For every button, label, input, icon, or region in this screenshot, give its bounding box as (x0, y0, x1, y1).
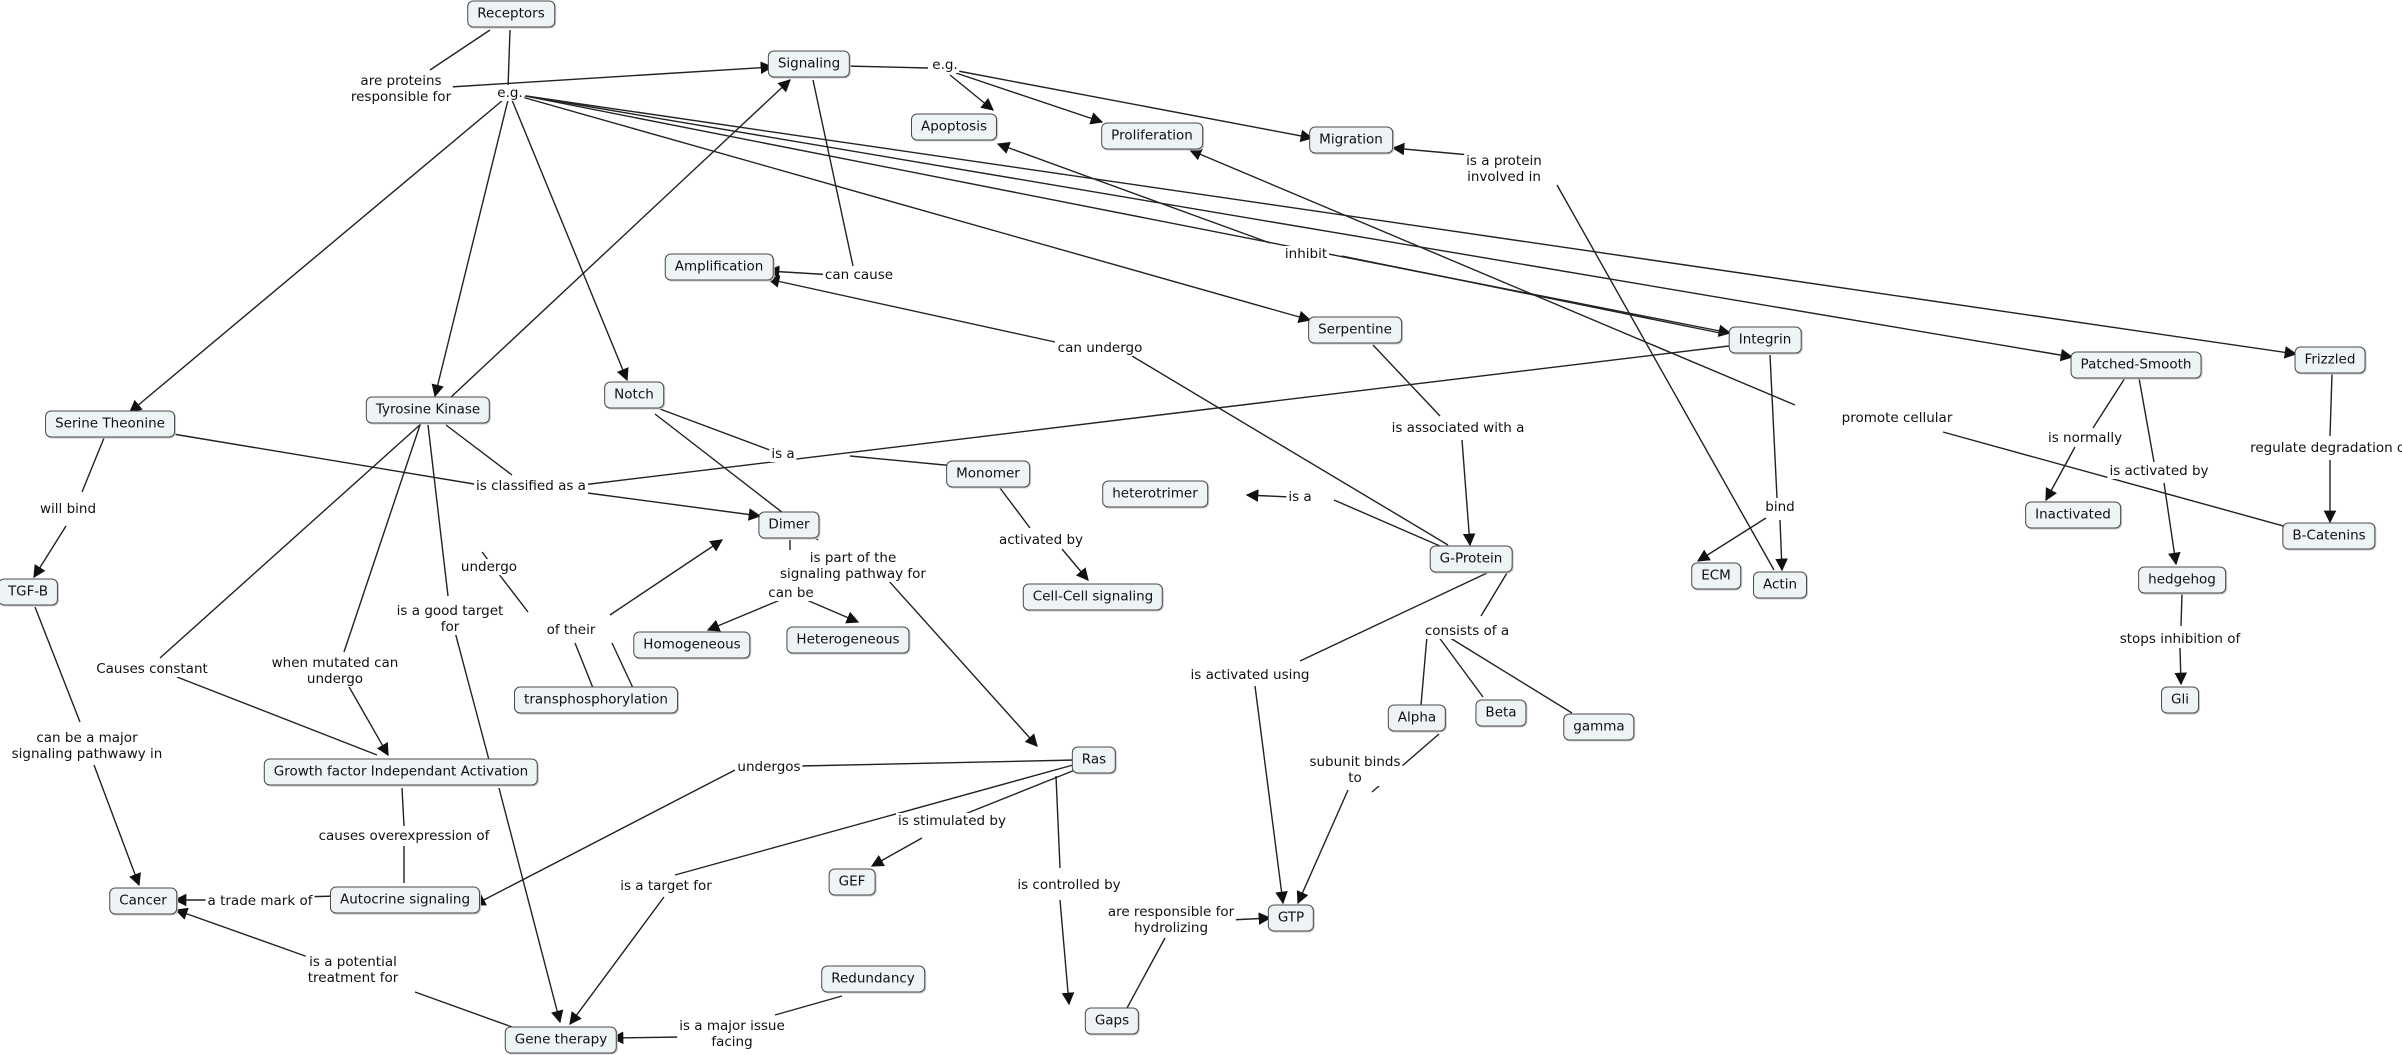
concept-heterotrimer[interactable]: heterotrimer (1102, 480, 1208, 508)
link-regulate-degradation-of: regulate degradation of (2248, 440, 2402, 456)
concept-patched-smooth[interactable]: Patched-Smooth (2070, 351, 2202, 379)
link-a-trade-mark-of: a trade mark of (205, 893, 315, 909)
concept-autocrine-signaling[interactable]: Autocrine signaling (329, 886, 481, 914)
link-can-be: can be (766, 585, 816, 601)
link-of-their: of their (544, 622, 598, 638)
link-is-stimulated-by: is stimulated by (896, 813, 1008, 829)
concept-monomer[interactable]: Monomer (946, 460, 1030, 488)
concept-gamma[interactable]: gamma (1563, 713, 1635, 741)
concept-receptors[interactable]: Receptors (467, 0, 555, 28)
link-is-a-major-issue-facing: is a major issue facing (677, 1018, 787, 1050)
link-subunit-binds-to: subunit binds to (1307, 754, 1403, 786)
concept-signaling[interactable]: Signaling (767, 50, 851, 78)
concept-g-protein[interactable]: G-Protein (1429, 545, 1513, 573)
link-promote-cellular: promote cellular (1839, 410, 1955, 426)
concept-redundancy[interactable]: Redundancy (821, 965, 925, 993)
concept-homogeneous[interactable]: Homogeneous (633, 631, 751, 659)
link-is-a-good-target-for: is a good target for (394, 603, 506, 635)
link-stops-inhibition-of: stops inhibition of (2117, 631, 2243, 647)
link-are-proteins-responsible-for: are proteins responsible for (348, 73, 454, 105)
concept-gli[interactable]: Gli (2161, 686, 2199, 714)
link-causes-overexpression-of: causes overexpression of (316, 828, 492, 844)
concept-amplification[interactable]: Amplification (664, 253, 774, 281)
link-is-part-of-signaling-pathway-for: is part of the signaling pathway for (778, 550, 928, 582)
concept-serpentine[interactable]: Serpentine (1308, 316, 1402, 344)
link-are-responsible-for-hydrolizing: are responsible for hydrolizing (1105, 904, 1237, 936)
link-causes-constant: Causes constant (94, 661, 210, 677)
link-is-a-potential-treatment-for: is a potential treatment for (305, 954, 401, 986)
link-can-cause: can cause (822, 267, 896, 283)
concept-serine-theonine[interactable]: Serine Theonine (45, 410, 175, 438)
link-undergo: undergo (458, 559, 520, 575)
concept-dimer[interactable]: Dimer (758, 511, 820, 539)
concept-cancer[interactable]: Cancer (109, 887, 177, 915)
link-is-a-heterotrimer: is a (1286, 489, 1314, 505)
link-is-activated-by: is activated by (2107, 463, 2211, 479)
link-is-activated-using: is activated using (1188, 667, 1312, 683)
link-will-bind: will bind (37, 501, 99, 517)
link-bind: bind (1763, 499, 1797, 515)
concept-beta[interactable]: Beta (1475, 699, 1527, 727)
concept-tyrosine-kinase[interactable]: Tyrosine Kinase (365, 396, 491, 424)
concept-inactivated[interactable]: Inactivated (2025, 501, 2121, 529)
concept-tgf-b[interactable]: TGF-B (0, 578, 59, 606)
concept-b-catenins[interactable]: B-Catenins (2282, 522, 2376, 550)
link-is-a-target-for: is a target for (618, 878, 714, 894)
concept-migration[interactable]: Migration (1309, 126, 1393, 154)
link-eg-receptors: e.g. (495, 85, 525, 101)
link-is-associated-with-a: is associated with a (1389, 420, 1527, 436)
concept-growth-factor-independant-activation[interactable]: Growth factor Independant Activation (263, 758, 539, 786)
concept-gaps[interactable]: Gaps (1084, 1007, 1140, 1035)
concept-gtp[interactable]: GTP (1267, 904, 1315, 932)
concept-alpha[interactable]: Alpha (1387, 704, 1447, 732)
link-is-classified-as-a: is classified as a (474, 478, 588, 494)
concept-ras[interactable]: Ras (1071, 746, 1117, 774)
link-is-a-notch: is a (769, 446, 797, 462)
link-consists-of-a: consists of a (1422, 623, 1512, 639)
link-activated-by: activated by (996, 532, 1086, 548)
concept-frizzled[interactable]: Frizzled (2294, 346, 2366, 374)
link-undergos: undergos (735, 759, 803, 775)
link-is-a-protein-involved-in: is a protein involved in (1464, 153, 1544, 185)
concept-notch[interactable]: Notch (604, 381, 664, 409)
concept-cell-cell-signaling[interactable]: Cell-Cell signaling (1022, 583, 1164, 611)
concept-integrin[interactable]: Integrin (1728, 326, 1802, 354)
concept-proliferation[interactable]: Proliferation (1101, 122, 1203, 150)
concept-gene-therapy[interactable]: Gene therapy (504, 1026, 618, 1054)
link-is-normally: is normally (2045, 430, 2125, 446)
link-inhibit: inhibit (1282, 246, 1330, 262)
concept-actin[interactable]: Actin (1752, 571, 1808, 599)
concept-heterogeneous[interactable]: Heterogeneous (786, 626, 910, 654)
concept-hedgehog[interactable]: hedgehog (2138, 566, 2226, 594)
concept-gef[interactable]: GEF (828, 868, 876, 896)
link-can-be-a-major-signaling-pathway-in: can be a major signaling pathwawy in (9, 730, 165, 762)
concept-apoptosis[interactable]: Apoptosis (910, 113, 998, 141)
link-is-controlled-by: is controlled by (1015, 877, 1123, 893)
link-when-mutated-can-undergo: when mutated can undergo (269, 655, 401, 687)
link-can-undergo: can undergo (1055, 340, 1145, 356)
concept-ecm[interactable]: ECM (1691, 562, 1741, 590)
concept-transphosphorylation[interactable]: transphosphorylation (514, 686, 678, 714)
link-eg-signaling: e.g. (930, 57, 960, 73)
